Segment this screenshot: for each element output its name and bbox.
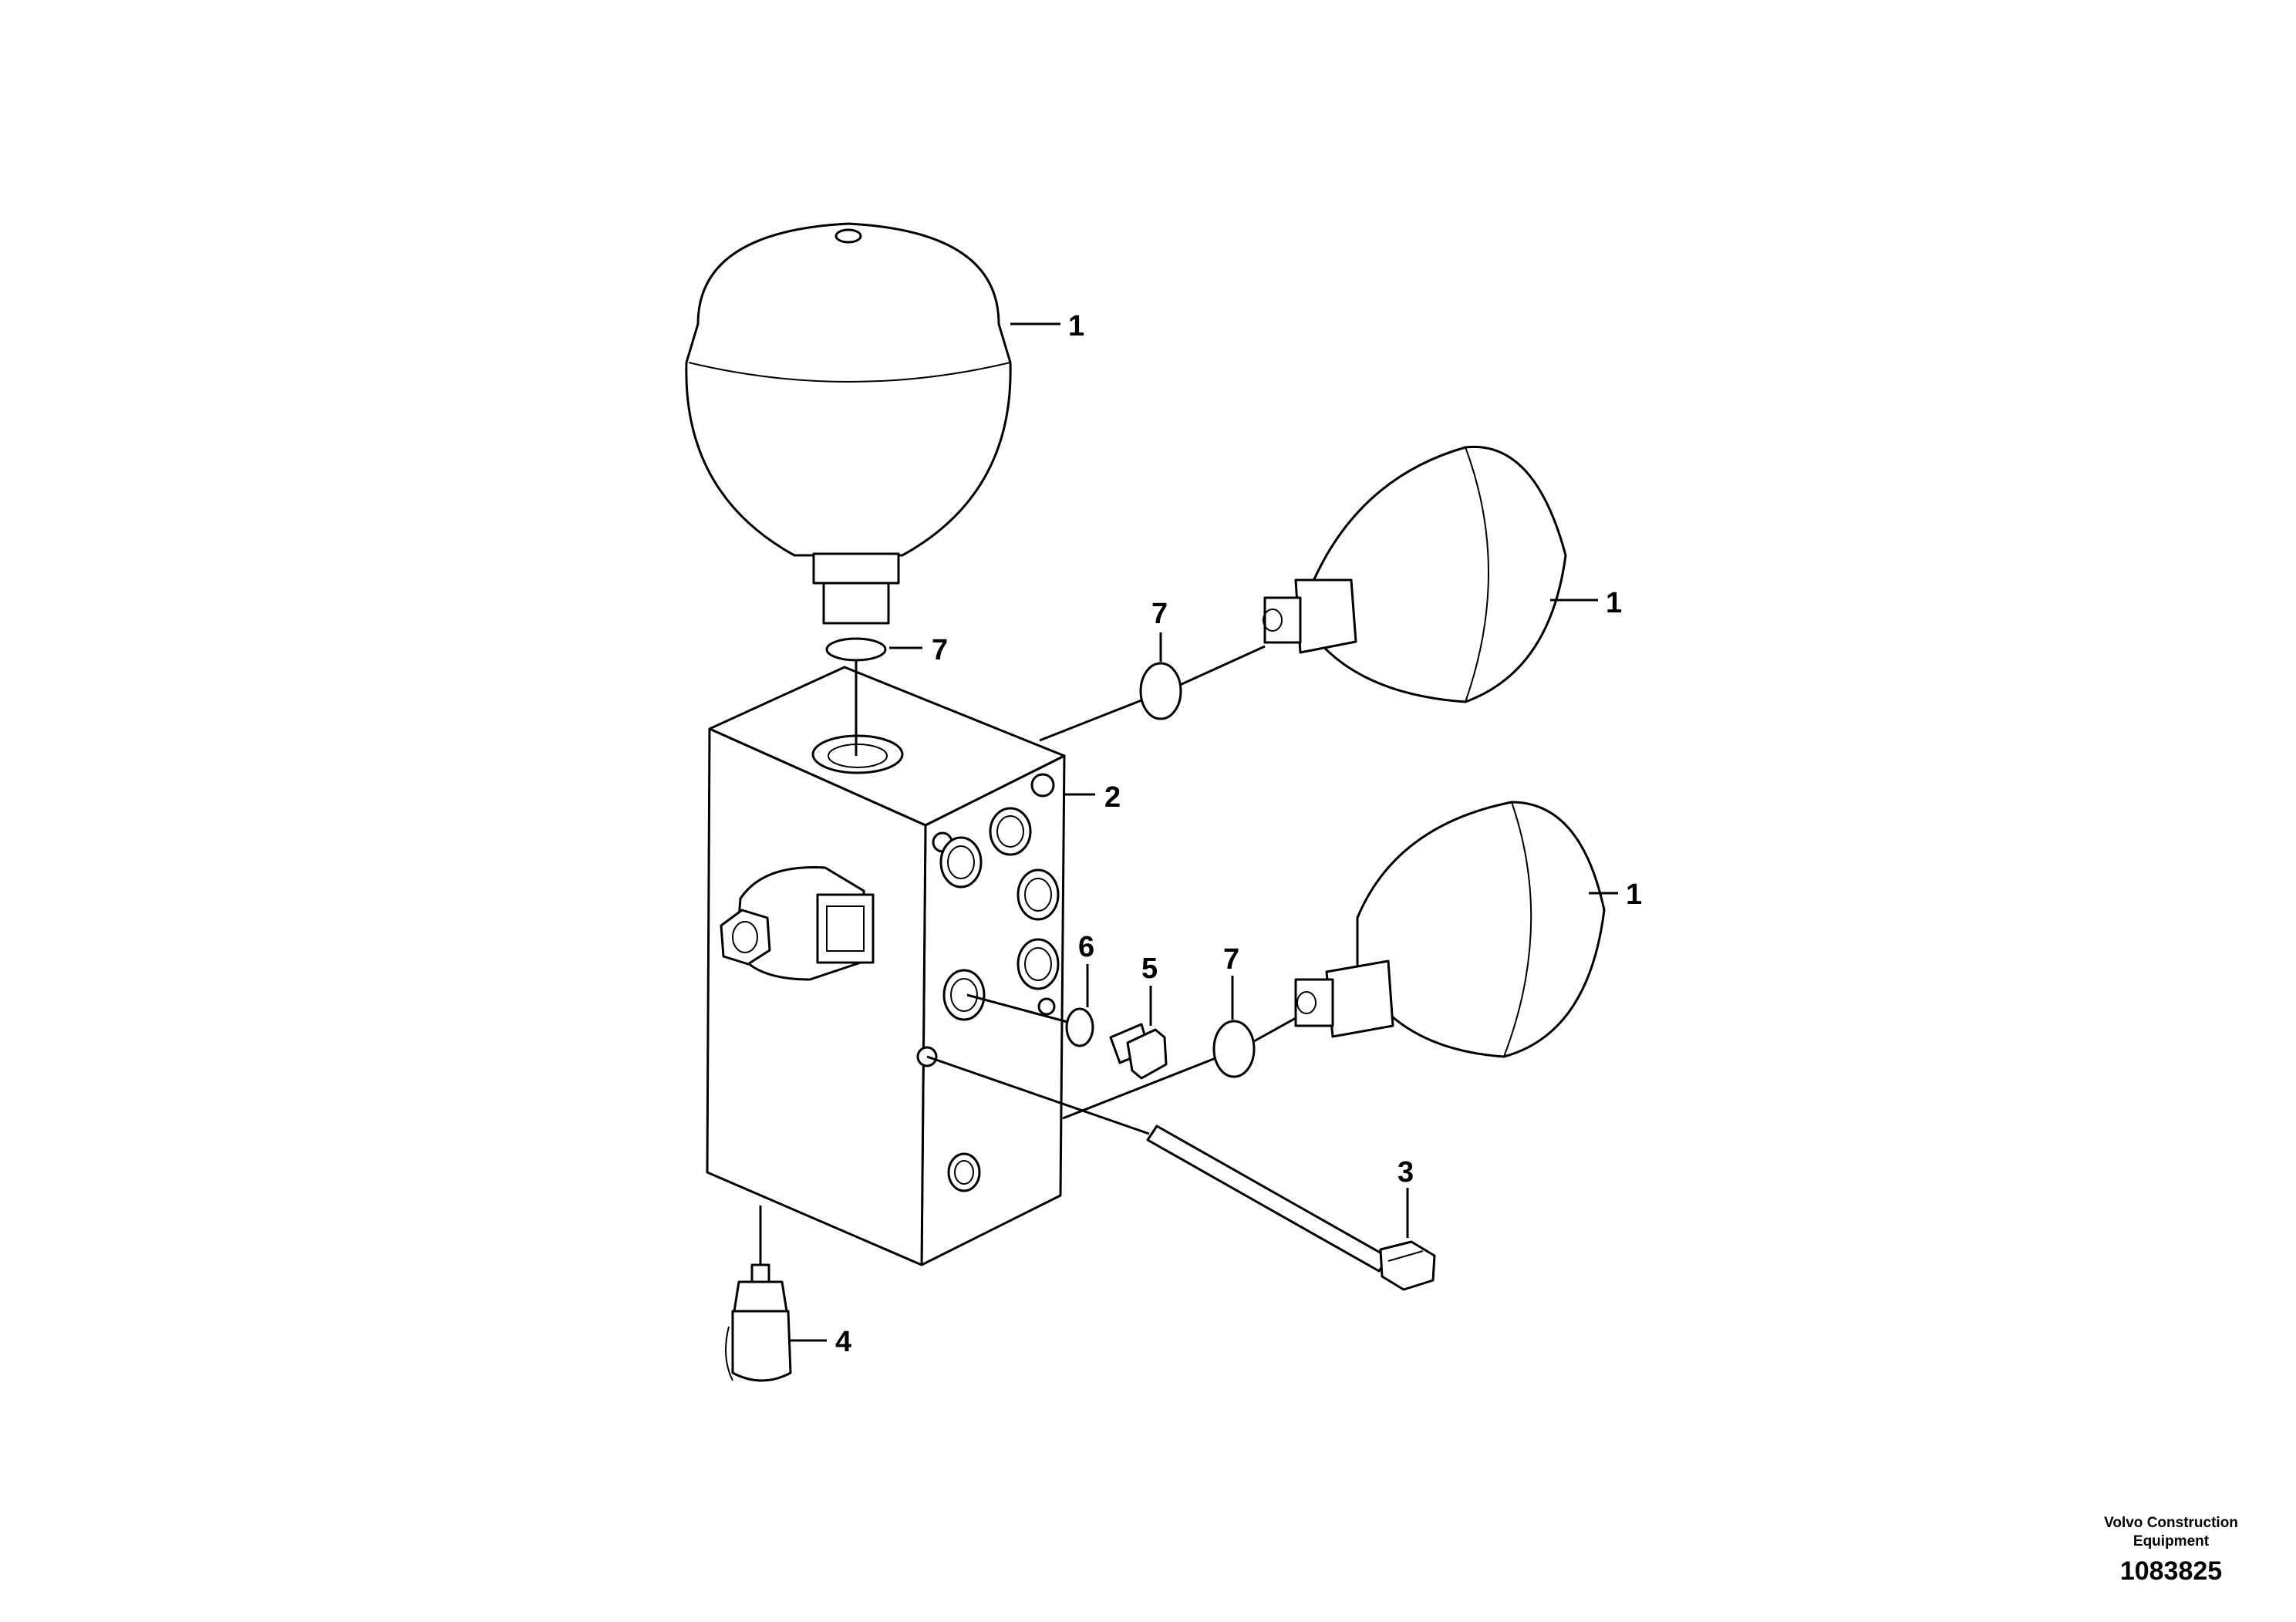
callout-7-middle: 7	[1151, 598, 1168, 630]
pressure-sensor	[725, 1263, 792, 1382]
o-ring-lower	[1212, 1020, 1256, 1078]
brand-line-1: Volvo Construction	[2104, 1515, 2238, 1531]
callout-1-lower: 1	[1626, 878, 1642, 911]
o-ring-middle	[1139, 662, 1182, 720]
accumulator-lower	[1294, 801, 1606, 1058]
callout-4: 4	[835, 1326, 851, 1358]
footer: Volvo Construction Equipment 1083825	[2104, 1515, 2238, 1586]
accumulator-top	[685, 222, 1012, 625]
brand-line-2: Equipment	[2133, 1533, 2210, 1549]
assembly-lines	[759, 645, 1296, 1265]
valve-block	[706, 666, 1066, 1266]
callout-3: 3	[1397, 1156, 1414, 1189]
o-ring-top	[825, 637, 887, 662]
callout-7-lower: 7	[1223, 943, 1239, 976]
callout-5: 5	[1141, 953, 1158, 985]
document-number: 1083825	[2120, 1556, 2222, 1586]
plug	[1109, 1023, 1168, 1080]
accumulator-middle	[1263, 445, 1567, 703]
callout-7-top: 7	[932, 634, 948, 666]
callout-labels: 1 1 1 2 3 4 5 6 7 7 7	[835, 310, 1642, 1358]
callout-2: 2	[1104, 781, 1121, 814]
callout-1-middle: 1	[1606, 587, 1622, 619]
callout-1-top: 1	[1068, 310, 1084, 342]
bolt	[1146, 1125, 1436, 1291]
callout-6: 6	[1078, 931, 1094, 963]
o-ring-small	[1065, 1007, 1094, 1047]
callout-leaders	[791, 322, 1618, 1342]
